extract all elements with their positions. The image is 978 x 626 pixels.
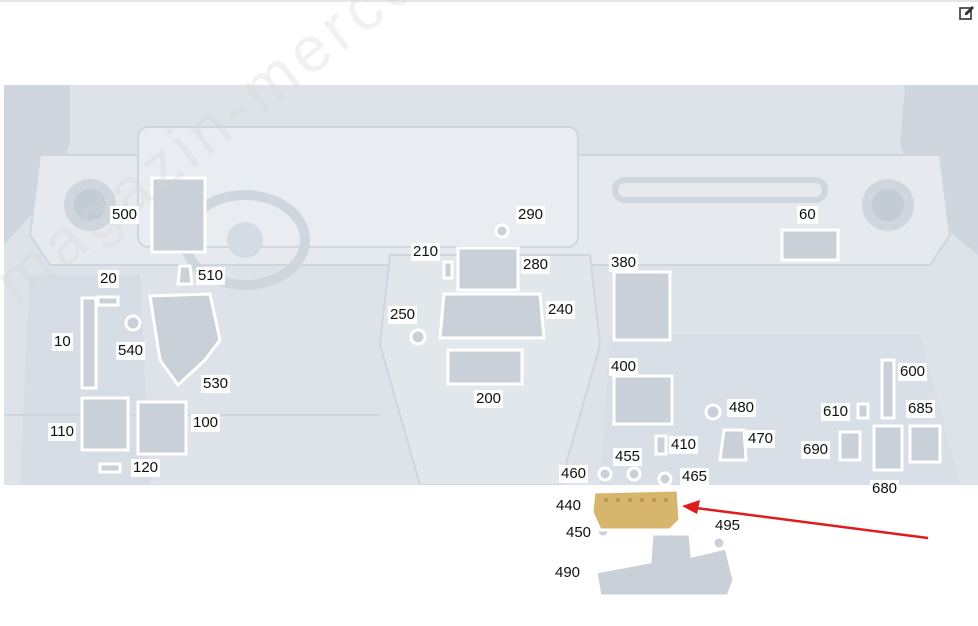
part-290-screw [494, 223, 510, 239]
label-610[interactable]: 610 [821, 403, 851, 421]
label-510[interactable]: 510 [196, 267, 226, 285]
part-460-nut [597, 466, 613, 482]
pencil-square-icon [959, 6, 974, 20]
label-10[interactable]: 10 [52, 333, 73, 351]
part-465-nut [657, 471, 673, 487]
label-495[interactable]: 495 [713, 517, 743, 535]
label-690[interactable]: 690 [801, 441, 831, 459]
part-110-holder [80, 396, 130, 452]
part-280-unit [456, 246, 520, 292]
part-690-part [838, 430, 862, 462]
part-10-panel [80, 296, 98, 390]
part-455-nut [626, 466, 642, 482]
part-490-bracket [594, 532, 736, 598]
label-480[interactable]: 480 [727, 399, 757, 417]
part-470-bracket [718, 428, 748, 462]
part-600-strip [880, 358, 896, 420]
label-20[interactable]: 20 [98, 270, 119, 288]
label-460[interactable]: 460 [559, 465, 589, 483]
label-400[interactable]: 400 [609, 358, 639, 376]
edit-button[interactable] [958, 4, 976, 22]
label-600[interactable]: 600 [898, 363, 928, 381]
part-500-control-unit [150, 176, 207, 254]
label-120[interactable]: 120 [131, 459, 161, 477]
label-100[interactable]: 100 [191, 414, 221, 432]
label-200[interactable]: 200 [474, 390, 504, 408]
label-500[interactable]: 500 [110, 206, 140, 224]
label-210[interactable]: 210 [411, 243, 441, 261]
part-530-bracket [148, 292, 222, 388]
label-440[interactable]: 440 [554, 497, 584, 515]
part-250-nut [409, 328, 427, 346]
label-240[interactable]: 240 [546, 301, 576, 319]
part-20-pin [96, 295, 120, 307]
label-540[interactable]: 540 [116, 342, 146, 360]
label-530[interactable]: 530 [201, 375, 231, 393]
label-290[interactable]: 290 [516, 206, 546, 224]
part-210-clip [442, 260, 454, 280]
part-410-clip [654, 434, 668, 456]
top-divider [0, 0, 978, 2]
label-380[interactable]: 380 [609, 254, 639, 272]
part-610-clip [856, 402, 870, 420]
part-480-screw [704, 403, 722, 421]
part-510-bolt [176, 264, 194, 286]
label-685[interactable]: 685 [906, 400, 936, 418]
label-60[interactable]: 60 [797, 206, 818, 224]
part-60-light [780, 228, 840, 262]
part-380-module [612, 270, 672, 342]
label-280[interactable]: 280 [521, 256, 551, 274]
label-455[interactable]: 455 [613, 448, 643, 466]
label-410[interactable]: 410 [669, 436, 699, 454]
part-400-module [612, 374, 674, 426]
label-490[interactable]: 490 [553, 564, 583, 582]
label-470[interactable]: 470 [746, 430, 776, 448]
part-685-module [908, 424, 942, 464]
part-200-control-panel [446, 348, 524, 386]
part-240-frame [438, 292, 546, 340]
part-100-module [136, 400, 188, 456]
label-250[interactable]: 250 [388, 306, 418, 324]
part-680-module [872, 424, 904, 472]
part-540-screw [124, 314, 142, 332]
label-450[interactable]: 450 [564, 524, 594, 542]
label-465[interactable]: 465 [680, 468, 710, 486]
part-440-highlighted-unit [590, 488, 682, 532]
part-120-pin [98, 462, 122, 474]
label-680[interactable]: 680 [870, 480, 900, 498]
pointer-arrow [682, 500, 929, 540]
label-110[interactable]: 110 [48, 423, 76, 441]
